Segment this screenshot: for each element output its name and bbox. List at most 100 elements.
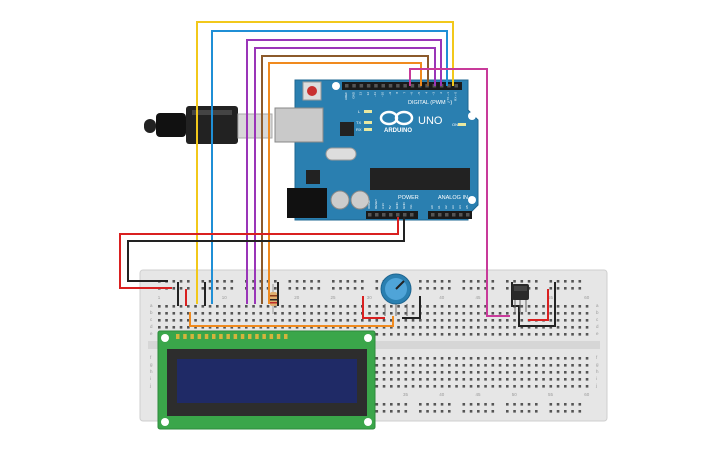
terminal-hole[interactable] xyxy=(585,385,589,388)
power-rail-hole[interactable] xyxy=(578,287,582,290)
terminal-hole[interactable] xyxy=(259,326,263,329)
terminal-hole[interactable] xyxy=(462,357,466,360)
terminal-hole[interactable] xyxy=(324,312,328,315)
terminal-hole[interactable] xyxy=(477,312,480,315)
terminal-hole[interactable] xyxy=(223,305,226,308)
terminal-hole[interactable] xyxy=(411,364,415,367)
terminal-hole[interactable] xyxy=(578,319,582,322)
terminal-hole[interactable] xyxy=(368,305,371,308)
power-rail-hole[interactable] xyxy=(230,280,234,283)
power-rail-hole[interactable] xyxy=(303,287,306,290)
terminal-hole[interactable] xyxy=(455,319,458,322)
terminal-hole[interactable] xyxy=(578,305,582,308)
terminal-hole[interactable] xyxy=(477,378,480,381)
digital-pin[interactable] xyxy=(454,84,459,88)
terminal-hole[interactable] xyxy=(172,319,176,322)
terminal-hole[interactable] xyxy=(426,333,429,336)
lcd-pin[interactable] xyxy=(183,334,187,339)
power-pin[interactable] xyxy=(410,213,414,217)
terminal-hole[interactable] xyxy=(411,312,415,315)
terminal-hole[interactable] xyxy=(397,333,400,336)
terminal-hole[interactable] xyxy=(165,312,168,315)
terminal-hole[interactable] xyxy=(375,312,379,315)
terminal-hole[interactable] xyxy=(187,319,190,322)
lcd-pin[interactable] xyxy=(176,334,180,339)
terminal-hole[interactable] xyxy=(404,371,408,374)
terminal-hole[interactable] xyxy=(411,305,415,308)
terminal-hole[interactable] xyxy=(535,333,538,336)
power-rail-hole[interactable] xyxy=(462,410,466,413)
power-pin[interactable] xyxy=(368,213,372,217)
terminal-hole[interactable] xyxy=(179,326,183,329)
terminal-hole[interactable] xyxy=(433,385,437,388)
terminal-hole[interactable] xyxy=(506,333,509,336)
power-rail-hole[interactable] xyxy=(397,403,400,406)
power-rail-hole[interactable] xyxy=(469,410,473,413)
terminal-hole[interactable] xyxy=(172,312,176,315)
terminal-hole[interactable] xyxy=(520,357,524,360)
terminal-hole[interactable] xyxy=(426,319,429,322)
digital-pin[interactable] xyxy=(388,84,393,88)
terminal-hole[interactable] xyxy=(578,326,582,329)
terminal-hole[interactable] xyxy=(201,312,205,315)
terminal-hole[interactable] xyxy=(332,305,335,308)
terminal-hole[interactable] xyxy=(397,357,400,360)
terminal-hole[interactable] xyxy=(513,326,516,329)
terminal-hole[interactable] xyxy=(332,326,335,329)
terminal-hole[interactable] xyxy=(520,326,524,329)
lcd-pin[interactable] xyxy=(262,334,266,339)
terminal-hole[interactable] xyxy=(404,378,408,381)
terminal-hole[interactable] xyxy=(419,378,422,381)
terminal-hole[interactable] xyxy=(578,364,582,367)
terminal-hole[interactable] xyxy=(411,378,415,381)
power-rail-hole[interactable] xyxy=(252,280,255,283)
terminal-hole[interactable] xyxy=(542,364,545,367)
terminal-hole[interactable] xyxy=(535,385,538,388)
terminal-hole[interactable] xyxy=(281,305,284,308)
power-rail-hole[interactable] xyxy=(317,287,321,290)
terminal-hole[interactable] xyxy=(527,378,531,381)
temperature-sensor[interactable] xyxy=(512,284,529,312)
terminal-hole[interactable] xyxy=(259,305,263,308)
power-rail-hole[interactable] xyxy=(332,280,335,283)
terminal-hole[interactable] xyxy=(259,319,263,322)
terminal-hole[interactable] xyxy=(469,364,473,367)
terminal-hole[interactable] xyxy=(440,305,444,308)
terminal-hole[interactable] xyxy=(404,357,408,360)
terminal-hole[interactable] xyxy=(368,319,371,322)
terminal-hole[interactable] xyxy=(237,312,241,315)
power-rail-hole[interactable] xyxy=(491,280,495,283)
terminal-hole[interactable] xyxy=(585,305,589,308)
power-rail-hole[interactable] xyxy=(527,410,531,413)
usb-cable[interactable] xyxy=(144,106,273,144)
power-rail-hole[interactable] xyxy=(187,287,190,290)
terminal-hole[interactable] xyxy=(520,371,524,374)
lcd-pin[interactable] xyxy=(233,334,238,339)
terminal-hole[interactable] xyxy=(158,319,161,322)
power-rail-hole[interactable] xyxy=(259,280,263,283)
terminal-hole[interactable] xyxy=(339,312,342,315)
terminal-hole[interactable] xyxy=(426,312,429,315)
power-rail-hole[interactable] xyxy=(513,403,516,406)
terminal-hole[interactable] xyxy=(266,312,270,315)
power-rail-hole[interactable] xyxy=(361,287,364,290)
power-rail-hole[interactable] xyxy=(259,287,263,290)
power-rail-hole[interactable] xyxy=(513,410,516,413)
terminal-hole[interactable] xyxy=(375,326,379,329)
terminal-hole[interactable] xyxy=(324,305,328,308)
terminal-hole[interactable] xyxy=(527,385,531,388)
terminal-hole[interactable] xyxy=(448,371,451,374)
terminal-hole[interactable] xyxy=(179,305,183,308)
power-rail-hole[interactable] xyxy=(404,410,408,413)
terminal-hole[interactable] xyxy=(448,385,451,388)
terminal-hole[interactable] xyxy=(339,305,342,308)
terminal-hole[interactable] xyxy=(266,319,270,322)
power-rail-hole[interactable] xyxy=(426,287,429,290)
power-rail-hole[interactable] xyxy=(535,287,538,290)
power-rail-hole[interactable] xyxy=(477,280,480,283)
terminal-hole[interactable] xyxy=(549,385,553,388)
terminal-hole[interactable] xyxy=(448,319,451,322)
terminal-hole[interactable] xyxy=(455,333,458,336)
terminal-hole[interactable] xyxy=(426,385,429,388)
terminal-hole[interactable] xyxy=(404,326,408,329)
